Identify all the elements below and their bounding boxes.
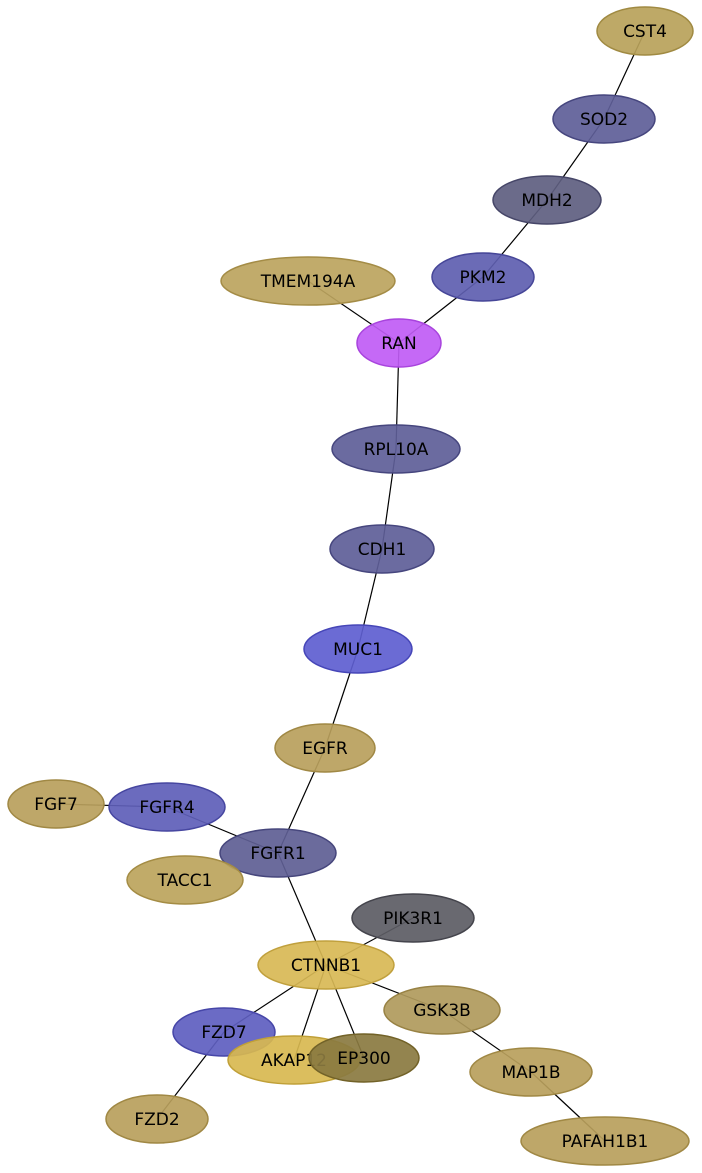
node-shape-fgfr4 [108, 782, 226, 832]
node-muc1[interactable]: MUC1 [303, 624, 413, 674]
node-ran[interactable]: RAN [356, 318, 442, 368]
node-shape-tmem194a [220, 256, 396, 306]
node-pkm2[interactable]: PKM2 [431, 252, 535, 302]
node-shape-fgf7 [7, 779, 105, 829]
node-label-egfr: EGFR [302, 739, 348, 759]
node-label-cst4: CST4 [623, 22, 667, 42]
node-label-tmem194a: TMEM194A [260, 272, 356, 292]
node-map1b[interactable]: MAP1B [469, 1047, 593, 1097]
node-shape-gsk3b [383, 985, 501, 1035]
node-label-pkm2: PKM2 [460, 268, 507, 288]
node-pik3r1[interactable]: PIK3R1 [351, 893, 475, 943]
node-shape-pik3r1 [351, 893, 475, 943]
node-shape-pafah1b1 [520, 1116, 690, 1166]
node-shape-muc1 [303, 624, 413, 674]
node-fgfr4[interactable]: FGFR4 [108, 782, 226, 832]
node-shape-fgfr1 [219, 828, 337, 878]
node-shape-tacc1 [126, 855, 244, 905]
node-label-mdh2: MDH2 [521, 191, 572, 211]
node-fgf7[interactable]: FGF7 [7, 779, 105, 829]
node-shape-ran [356, 318, 442, 368]
node-label-fzd2: FZD2 [134, 1110, 179, 1130]
node-cdh1[interactable]: CDH1 [329, 524, 435, 574]
node-tacc1[interactable]: TACC1 [126, 855, 244, 905]
node-shape-cst4 [596, 6, 694, 56]
node-label-sod2: SOD2 [580, 110, 628, 130]
node-pafah1b1[interactable]: PAFAH1B1 [520, 1116, 690, 1166]
node-label-fzd7: FZD7 [201, 1023, 246, 1043]
node-label-rpl10a: RPL10A [364, 440, 429, 460]
node-egfr[interactable]: EGFR [274, 723, 376, 773]
node-shape-rpl10a [331, 424, 461, 474]
node-label-ep300: EP300 [337, 1049, 390, 1069]
node-label-fgf7: FGF7 [34, 795, 78, 815]
node-shape-ep300 [308, 1033, 420, 1083]
node-rpl10a[interactable]: RPL10A [331, 424, 461, 474]
node-label-ran: RAN [381, 334, 416, 354]
node-shape-sod2 [552, 94, 656, 144]
node-cst4[interactable]: CST4 [596, 6, 694, 56]
node-shape-fzd2 [105, 1094, 209, 1144]
node-label-map1b: MAP1B [501, 1063, 560, 1083]
node-shape-map1b [469, 1047, 593, 1097]
node-ctnnb1[interactable]: CTNNB1 [257, 940, 395, 990]
node-shape-mdh2 [492, 175, 602, 225]
node-label-ctnnb1: CTNNB1 [291, 956, 361, 976]
node-sod2[interactable]: SOD2 [552, 94, 656, 144]
node-fzd2[interactable]: FZD2 [105, 1094, 209, 1144]
node-gsk3b[interactable]: GSK3B [383, 985, 501, 1035]
node-label-cdh1: CDH1 [358, 540, 407, 560]
node-ep300[interactable]: EP300 [308, 1033, 420, 1083]
node-fgfr1[interactable]: FGFR1 [219, 828, 337, 878]
node-label-fgfr4: FGFR4 [139, 798, 194, 818]
node-shape-pkm2 [431, 252, 535, 302]
node-shape-egfr [274, 723, 376, 773]
node-tmem194a[interactable]: TMEM194A [220, 256, 396, 306]
node-shape-cdh1 [329, 524, 435, 574]
node-label-gsk3b: GSK3B [413, 1001, 471, 1021]
node-label-pik3r1: PIK3R1 [383, 909, 443, 929]
node-label-pafah1b1: PAFAH1B1 [562, 1132, 649, 1152]
node-label-fgfr1: FGFR1 [250, 844, 305, 864]
node-label-muc1: MUC1 [333, 640, 383, 660]
node-label-tacc1: TACC1 [157, 871, 213, 891]
node-mdh2[interactable]: MDH2 [492, 175, 602, 225]
node-shape-ctnnb1 [257, 940, 395, 990]
